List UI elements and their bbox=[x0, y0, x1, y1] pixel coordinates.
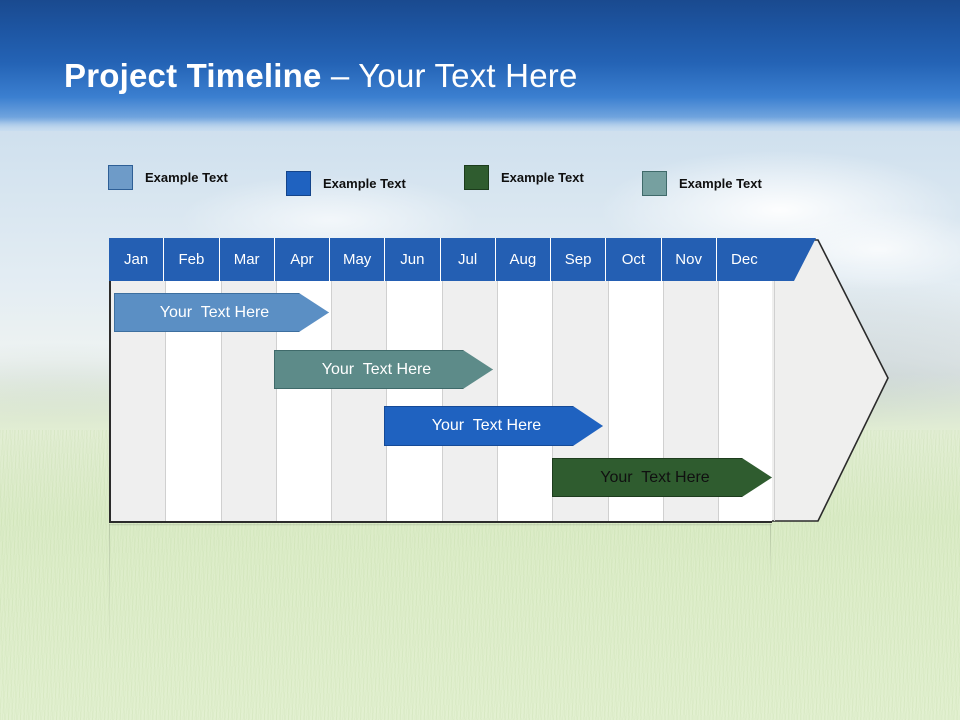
month-header-apr[interactable]: Apr bbox=[274, 238, 330, 281]
month-header-dec[interactable]: Dec bbox=[716, 238, 772, 281]
title-banner bbox=[0, 0, 960, 131]
timeline-column-oct bbox=[609, 238, 664, 521]
timeline-bar-label: Your Text Here bbox=[431, 417, 542, 434]
legend-item[interactable]: Example Text bbox=[642, 171, 762, 196]
month-header-feb[interactable]: Feb bbox=[164, 238, 220, 281]
timeline-column-dec bbox=[719, 238, 775, 521]
timeline-bar-label: Your Text Here bbox=[600, 468, 710, 486]
timeline-bar-label: Your Text Here bbox=[159, 303, 270, 321]
month-header-nov[interactable]: Nov bbox=[661, 238, 717, 281]
legend-swatch-icon bbox=[108, 165, 133, 190]
page-title-rest: – Your Text Here bbox=[321, 57, 578, 94]
month-header-may[interactable]: May bbox=[330, 238, 386, 281]
legend-item-label: Example Text bbox=[501, 170, 584, 185]
legend-item[interactable]: Example Text bbox=[464, 165, 584, 190]
timeline-bar-label: Your Text Here bbox=[321, 360, 432, 378]
month-header-jun[interactable]: Jun bbox=[385, 238, 441, 281]
month-header-oct[interactable]: Oct bbox=[606, 238, 662, 281]
legend-item[interactable]: Example Text bbox=[286, 171, 406, 196]
legend-swatch-icon bbox=[286, 171, 311, 196]
timeline-column-feb bbox=[166, 238, 222, 521]
month-header-jul[interactable]: Jul bbox=[440, 238, 496, 281]
page-title-bold: Project Timeline bbox=[64, 57, 322, 94]
timeline-bar-3[interactable]: Your Text Here bbox=[384, 406, 603, 446]
timeline-column-aug bbox=[498, 238, 554, 521]
legend-swatch-icon bbox=[464, 165, 489, 190]
legend-item-label: Example Text bbox=[323, 176, 406, 191]
month-header-sep[interactable]: Sep bbox=[551, 238, 607, 281]
page-title: Project Timeline – Your Text Here bbox=[64, 57, 578, 94]
legend-swatch-icon bbox=[642, 171, 667, 196]
timeline-bar-2[interactable]: Your Text Here bbox=[274, 350, 493, 389]
timeline-column-jan bbox=[111, 238, 167, 521]
legend-item[interactable]: Example Text bbox=[108, 165, 228, 190]
legend: Example Text Example Text Example Text E… bbox=[108, 165, 808, 199]
timeline-bar-4[interactable]: Your Text Here bbox=[552, 458, 772, 497]
timeline-bar-1[interactable]: Your Text Here bbox=[114, 293, 329, 332]
month-header-jan[interactable]: Jan bbox=[109, 238, 165, 281]
month-header-tail bbox=[772, 238, 816, 281]
legend-item-label: Example Text bbox=[679, 176, 762, 191]
legend-item-label: Example Text bbox=[145, 170, 228, 185]
month-header-mar[interactable]: Mar bbox=[219, 238, 275, 281]
month-header-aug[interactable]: Aug bbox=[495, 238, 551, 281]
